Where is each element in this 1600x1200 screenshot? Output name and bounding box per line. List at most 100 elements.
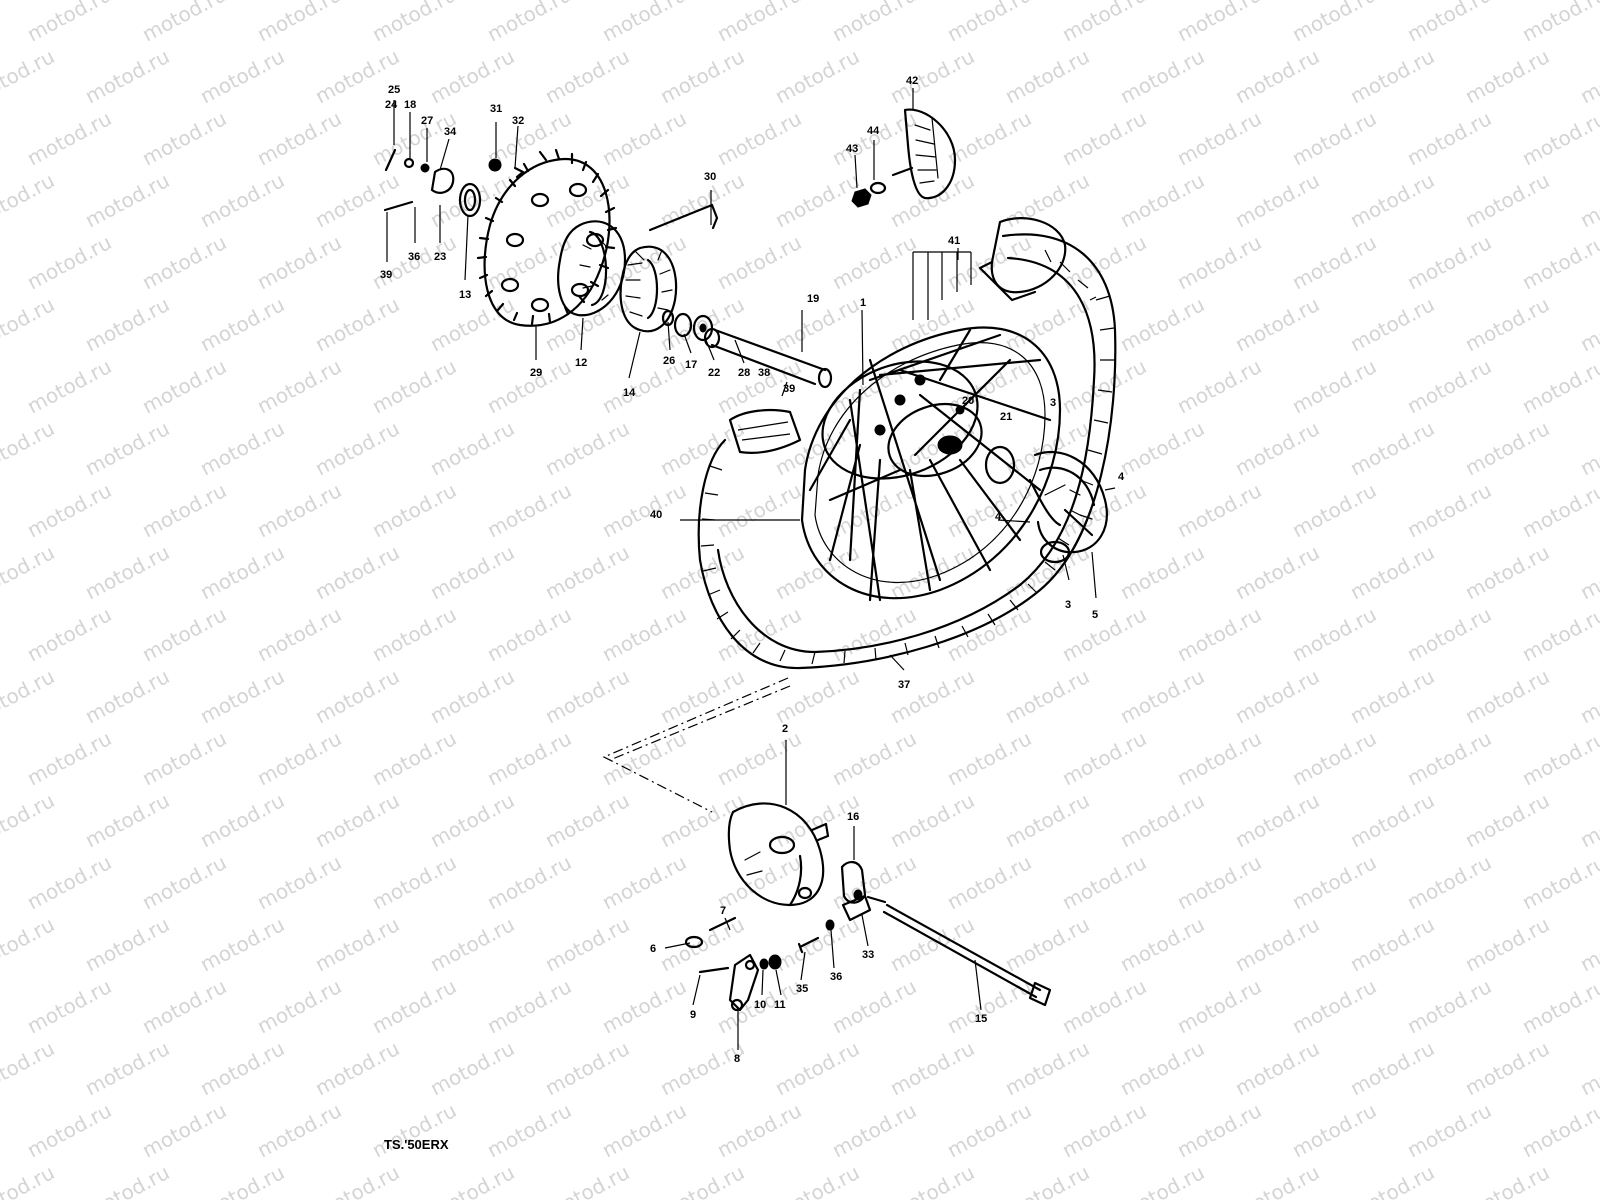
part-label-5: 5	[1092, 609, 1098, 621]
watermark-text: motod.ru	[1058, 106, 1150, 170]
bolt-9	[698, 966, 730, 974]
part-label-4-left: 4	[995, 511, 1002, 523]
nut-36	[825, 919, 835, 931]
watermark-text: motod.ru	[253, 0, 345, 46]
watermark-text: motod.ru	[656, 788, 748, 852]
watermark-text: motod.ru	[483, 850, 575, 914]
watermark-text: motod.ru	[1461, 912, 1553, 976]
part-label-38: 38	[758, 367, 770, 379]
watermark-text: motod.ru	[1288, 0, 1380, 46]
watermark-text: motod.ru	[1518, 230, 1600, 294]
part-label-40: 40	[650, 509, 662, 521]
watermark-text: motod.ru	[541, 292, 633, 356]
watermark-text: motod.ru	[368, 974, 460, 1038]
watermark-text: motod.ru	[598, 106, 690, 170]
part-label-30: 30	[704, 171, 716, 183]
watermark-text: motod.ru	[598, 850, 690, 914]
watermark-text: motod.ru	[196, 540, 288, 604]
watermark-text: motod.ru	[1058, 974, 1150, 1038]
watermark-text: motod.ru	[598, 478, 690, 542]
watermark-text: motod.ru	[311, 664, 403, 728]
tire-tread	[700, 249, 1115, 665]
watermark-text: motod.ru	[1403, 0, 1495, 46]
watermark-text: motod.ru	[23, 106, 115, 170]
part-label-28: 28	[738, 367, 750, 379]
watermark-text: motod.ru	[541, 416, 633, 480]
watermark-text: motod.ru	[771, 44, 863, 108]
watermark-text: motod.ru	[138, 478, 230, 542]
bolt-35	[797, 936, 820, 954]
watermark-text: motod.ru	[23, 1098, 115, 1162]
part-label-22: 22	[708, 367, 720, 379]
watermark-text: motod.ru	[713, 1098, 805, 1162]
watermark-text: motod.ru	[253, 974, 345, 1038]
part-label-32: 32	[512, 115, 524, 127]
part-42	[903, 108, 957, 200]
watermark-text: motod.ru	[23, 478, 115, 542]
watermark-text: motod.ru	[311, 1036, 403, 1100]
watermark-text: motod.ru	[368, 106, 460, 170]
watermark-text: motod.ru	[1288, 354, 1380, 418]
watermark-text: motod.ru	[483, 0, 575, 46]
watermark-text: motod.ru	[1116, 168, 1208, 232]
watermark-text: motod.ru	[598, 974, 690, 1038]
watermark-text: motod.ru	[1288, 974, 1380, 1038]
watermark-text: motod.ru	[656, 1160, 748, 1200]
watermark-text: motod.ru	[196, 168, 288, 232]
watermark-text: motod.ru	[426, 912, 518, 976]
watermark-text: motod.ru	[1461, 1160, 1553, 1200]
watermark-text: motod.ru	[196, 664, 288, 728]
watermark-text: motod.ru	[1231, 416, 1323, 480]
part-label-19: 19	[807, 293, 819, 305]
watermark-text: motod.ru	[1001, 1160, 1093, 1200]
watermark-text: motod.ru	[598, 0, 690, 46]
watermark-text: motod.ru	[483, 726, 575, 790]
watermark-text: motod.ru	[943, 726, 1035, 790]
watermark-text: motod.ru	[483, 230, 575, 294]
watermark-text: motod.ru	[1461, 168, 1553, 232]
watermark-text: motod.ru	[886, 1160, 978, 1200]
watermark-text: motod.ru	[311, 540, 403, 604]
watermark-text: motod.ru	[1231, 540, 1323, 604]
part-label-4-right: 4	[1118, 471, 1125, 483]
watermark-text: motod.ru	[828, 354, 920, 418]
watermark-text: motod.ru	[0, 540, 58, 604]
part-label-31: 31	[490, 103, 502, 115]
watermark-text: motod.ru	[1173, 230, 1265, 294]
watermark-text: motod.ru	[0, 1036, 58, 1100]
nut-31	[488, 158, 502, 172]
watermark-text: motod.ru	[1576, 664, 1600, 728]
watermark-text: motod.ru	[1116, 912, 1208, 976]
watermark-text: motod.ru	[1288, 478, 1380, 542]
part-label-17: 17	[685, 359, 697, 371]
watermark-text: motod.ru	[1288, 1098, 1380, 1162]
watermark-text: motod.ru	[253, 354, 345, 418]
watermark-text: motod.ru	[253, 850, 345, 914]
watermark-text: motod.ru	[138, 974, 230, 1038]
watermark-text: motod.ru	[1518, 0, 1600, 46]
watermark-text: motod.ru	[771, 912, 863, 976]
part-label-36-left: 36	[408, 251, 420, 263]
watermark-text: motod.ru	[23, 974, 115, 1038]
brake-arm-8	[728, 953, 760, 1012]
watermark-text: motod.ru	[1058, 850, 1150, 914]
watermark-text: motod.ru	[598, 1098, 690, 1162]
watermark-text: motod.ru	[1403, 354, 1495, 418]
watermark-text: motod.ru	[1173, 974, 1265, 1038]
part-label-23: 23	[434, 251, 446, 263]
watermark-text: motod.ru	[426, 1160, 518, 1200]
watermark-text: motod.ru	[943, 1098, 1035, 1162]
part-label-29: 29	[530, 367, 542, 379]
watermark-text: motod.ru	[1001, 912, 1093, 976]
part-number-labels: 25 24 18 27 34 31 32 39 36 23 13 30 29 1…	[380, 75, 1125, 1065]
watermark-text: motod.ru	[1403, 106, 1495, 170]
sprocket-carrier	[557, 220, 627, 317]
watermark-text: motod.ru	[1346, 664, 1438, 728]
watermark-text: motod.ru	[1461, 540, 1553, 604]
watermark-text: motod.ru	[1231, 912, 1323, 976]
watermark-text: motod.ru	[253, 602, 345, 666]
watermark-text: motod.ru	[886, 664, 978, 728]
watermark-text: motod.ru	[943, 974, 1035, 1038]
watermark-text: motod.ru	[1288, 850, 1380, 914]
part-label-26: 26	[663, 355, 675, 367]
